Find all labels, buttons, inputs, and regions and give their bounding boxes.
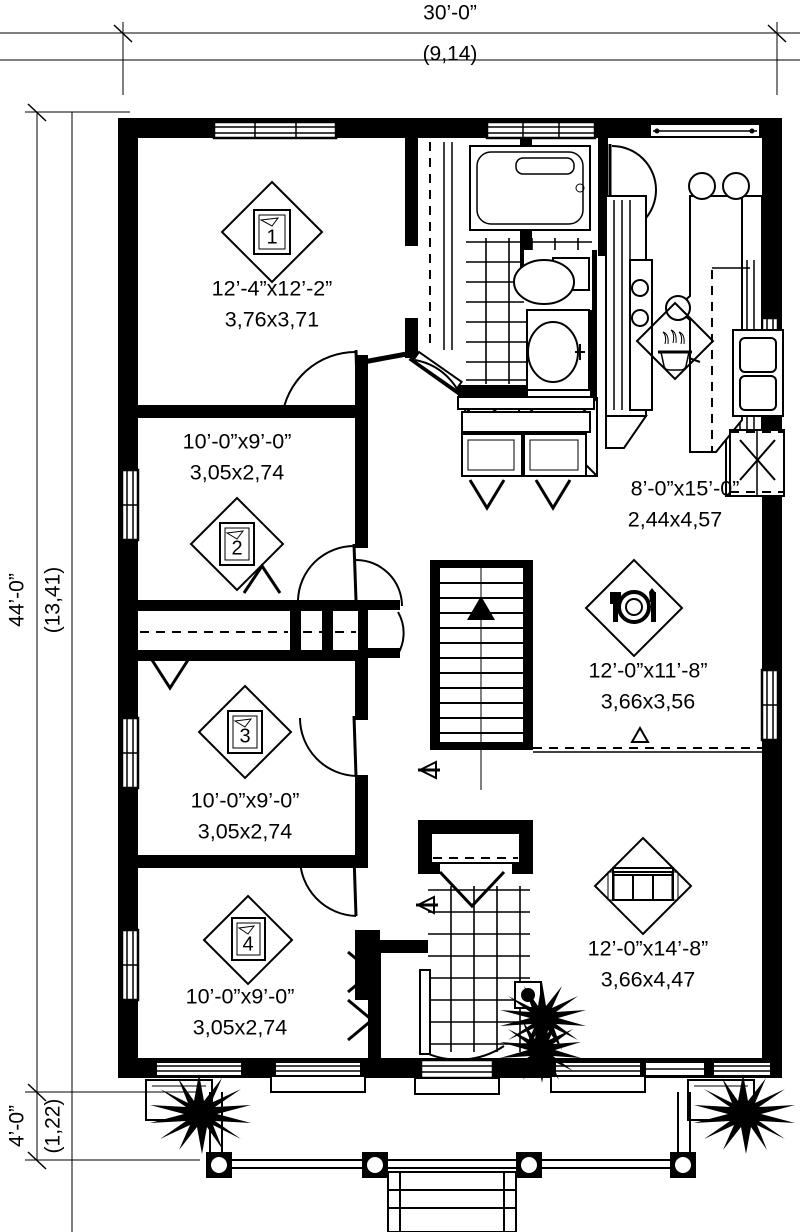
bedroom-2-imperial: 10’-0”x9’-0” xyxy=(183,430,292,454)
bedroom4-closet-bifold xyxy=(347,930,380,1042)
vanity-sink xyxy=(526,309,590,391)
foyer-tile-floor xyxy=(428,886,530,1052)
top-dimension-group xyxy=(0,22,800,95)
bedroom-2-number: 2 xyxy=(231,537,242,559)
porch-shrub-right xyxy=(687,1074,795,1154)
living-metric: 3,66x4,47 xyxy=(601,968,695,992)
kitchen-island xyxy=(665,172,750,453)
room-marker-bedroom-4: 4 xyxy=(202,894,294,986)
left-dimension-metric: (13,41) xyxy=(42,567,65,634)
cooking-pot-icon xyxy=(658,329,701,371)
room-marker-dining xyxy=(584,558,684,658)
open-plan-lines xyxy=(533,725,762,753)
bedroom-doors xyxy=(281,349,380,1042)
window-bedroom1-top xyxy=(212,120,338,140)
kitchen-double-sink xyxy=(729,429,785,497)
front-porch xyxy=(145,1074,795,1232)
left-dimension-imperial: 44’-0” xyxy=(6,573,29,627)
bedroom-1-number: 1 xyxy=(266,226,277,248)
porch-column-3 xyxy=(516,1152,542,1178)
bedroom-3-metric: 3,05x2,74 xyxy=(198,820,292,844)
porch-steps xyxy=(387,1171,517,1232)
window-dining-right xyxy=(760,668,780,742)
bathtub xyxy=(469,145,591,231)
bedroom-4-imperial: 10’-0”x9’-0” xyxy=(186,985,295,1009)
room-marker-bedroom-1: 1 xyxy=(220,180,324,284)
porch-column-4 xyxy=(670,1152,696,1178)
kitchen-cabinets-left xyxy=(605,195,653,449)
left-dimension-group xyxy=(25,103,200,1232)
bedroom1-door xyxy=(281,349,360,419)
hall-closet-door xyxy=(355,559,405,658)
window-kitchen-top xyxy=(649,123,761,138)
dining-imperial: 12’-0”x11’-8” xyxy=(588,659,707,683)
bathroom-group xyxy=(408,138,608,511)
kitchen-metric: 2,44x4,57 xyxy=(628,508,722,532)
room-marker-living xyxy=(593,836,693,936)
window-bedroom3-left xyxy=(120,716,140,790)
range-cooktop xyxy=(732,329,784,417)
top-dimension-metric: (9,14) xyxy=(423,43,478,66)
porch-dimension-imperial: 4’-0” xyxy=(6,1105,29,1147)
room-marker-bedroom-2: 2 xyxy=(189,496,285,592)
bedroom-3-imperial: 10’-0”x9’-0” xyxy=(191,789,300,813)
porch-dimension-metric: (1,22) xyxy=(42,1099,65,1154)
foyer-direction-arrow-2 xyxy=(415,895,438,915)
bedroom-3-number: 3 xyxy=(239,725,250,747)
window-porch-bottom-2 xyxy=(270,1061,366,1093)
bedroom3-door xyxy=(299,715,358,777)
toilet xyxy=(513,257,590,305)
interior-partitions xyxy=(138,138,533,1060)
porch-shrub-left xyxy=(145,1074,251,1154)
staircase xyxy=(440,568,523,790)
bedroom-4-metric: 3,05x2,74 xyxy=(193,1016,287,1040)
windows-group xyxy=(120,120,780,1095)
room-marker-kitchen xyxy=(635,301,715,381)
window-bath-top xyxy=(485,120,597,140)
dining-metric: 3,66x3,56 xyxy=(601,690,695,714)
porch-column-2 xyxy=(362,1152,388,1178)
porch-column-1 xyxy=(206,1152,232,1178)
living-imperial: 12’-0”x14’-8” xyxy=(588,937,709,961)
window-living-bottom-right xyxy=(712,1061,772,1077)
hallway-closets xyxy=(138,559,405,691)
kitchen-group xyxy=(605,144,785,497)
bedroom-1-metric: 3,76x3,71 xyxy=(225,308,319,332)
front-door-bottom xyxy=(414,1058,500,1095)
top-dimension-imperial: 30’-0” xyxy=(423,2,477,25)
window-bedroom4-bottom xyxy=(155,1061,243,1077)
bathroom-door-angled xyxy=(408,350,467,421)
window-bedroom4-left xyxy=(120,928,140,1002)
place-setting-icon xyxy=(610,588,656,624)
bedroom4-door xyxy=(299,855,358,917)
bedroom-2-metric: 3,05x2,74 xyxy=(190,461,284,485)
window-bedroom2-left xyxy=(120,468,140,542)
entry-shrub-2 xyxy=(500,1017,581,1083)
kitchen-imperial: 8’-0”x15’-0” xyxy=(631,477,740,501)
foyer-direction-arrow-1 xyxy=(417,760,440,780)
entry-shrub-1 xyxy=(500,982,586,1054)
entry-foyer xyxy=(415,760,586,1083)
bedroom-4-number: 4 xyxy=(242,933,253,955)
front-door-swing xyxy=(419,969,505,1061)
bath-bifold-doors xyxy=(468,479,572,511)
room-marker-bedroom-3: 3 xyxy=(197,684,293,780)
linen-closet-bath xyxy=(457,396,595,477)
bedroom-1-imperial: 12’-4”x12’-2” xyxy=(212,277,333,301)
sofa-icon xyxy=(607,867,679,901)
window-living-bottom xyxy=(550,1061,706,1093)
bedroom2-door xyxy=(297,543,358,601)
